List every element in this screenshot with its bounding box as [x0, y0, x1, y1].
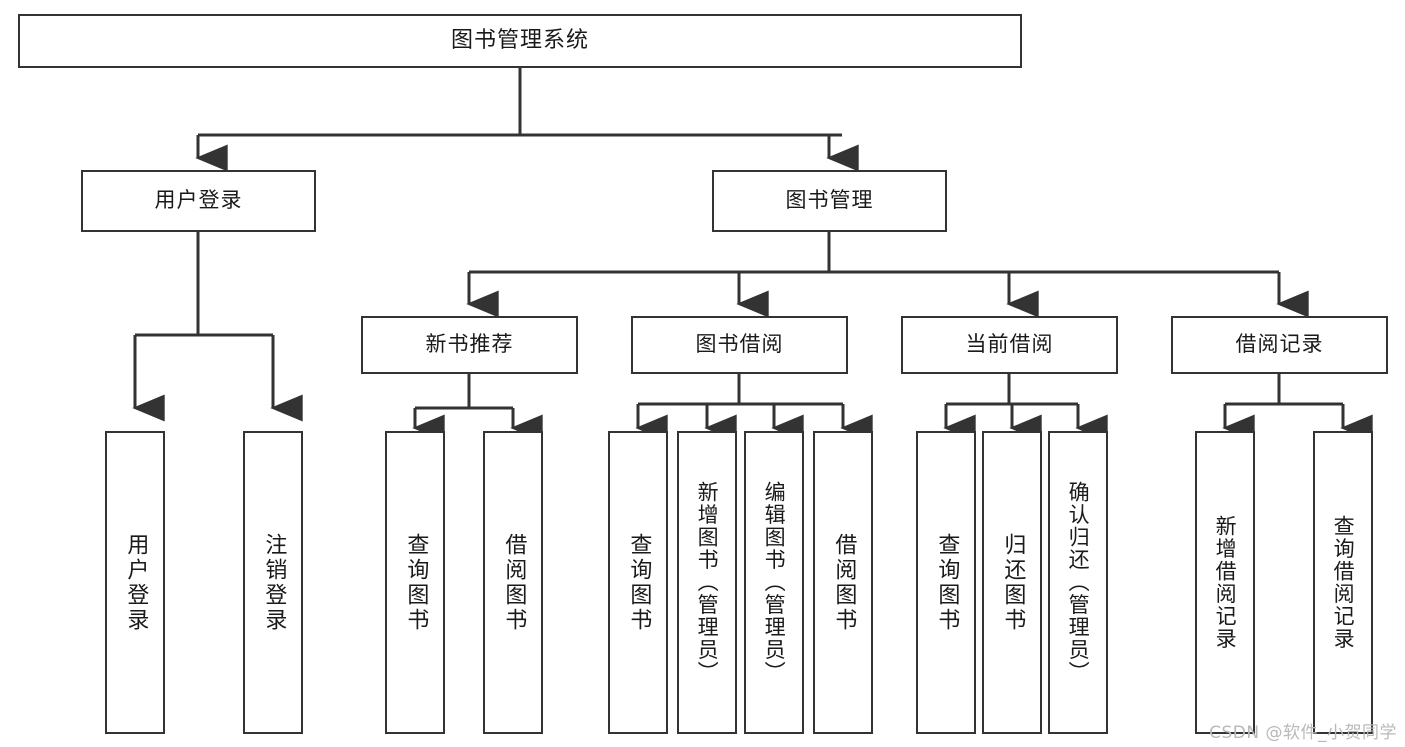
- leaf-current-confirm-return-admin[interactable]: 确认归还（管理员）: [1048, 431, 1108, 734]
- node-label: 借阅图书: [831, 532, 857, 633]
- node-label: 查询图书: [403, 532, 429, 633]
- node-current-borrow[interactable]: 当前借阅: [901, 316, 1118, 374]
- node-book-borrow[interactable]: 图书借阅: [631, 316, 848, 374]
- node-label: 图书管理系统: [450, 27, 589, 53]
- node-label: 新书推荐: [425, 332, 514, 357]
- node-label: 图书借阅: [695, 332, 784, 357]
- leaf-records-add-record[interactable]: 新增借阅记录: [1195, 431, 1255, 734]
- leaf-borrow-borrow-book[interactable]: 借阅图书: [813, 431, 873, 734]
- node-label: 新增图书（管理员）: [695, 481, 720, 684]
- leaf-user-login-login[interactable]: 用户登录: [105, 431, 165, 734]
- node-user-login[interactable]: 用户登录: [81, 170, 316, 232]
- node-label: 确认归还（管理员）: [1066, 481, 1091, 684]
- leaf-records-query-record[interactable]: 查询借阅记录: [1313, 431, 1373, 734]
- leaf-current-query-book[interactable]: 查询图书: [916, 431, 976, 734]
- leaf-borrow-query-book[interactable]: 查询图书: [608, 431, 668, 734]
- node-label: 当前借阅: [965, 332, 1054, 357]
- node-label: 注销登录: [261, 532, 287, 633]
- leaf-user-login-logout[interactable]: 注销登录: [243, 431, 303, 734]
- node-borrow-records[interactable]: 借阅记录: [1171, 316, 1388, 374]
- leaf-new-book-borrow[interactable]: 借阅图书: [483, 431, 543, 734]
- node-label: 用户登录: [154, 188, 243, 213]
- node-new-book-recommend[interactable]: 新书推荐: [361, 316, 578, 374]
- node-label: 新增借阅记录: [1213, 515, 1238, 650]
- leaf-new-book-query[interactable]: 查询图书: [385, 431, 445, 734]
- leaf-current-return-book[interactable]: 归还图书: [982, 431, 1042, 734]
- node-label: 编辑图书（管理员）: [762, 481, 787, 684]
- node-label: 用户登录: [123, 532, 149, 633]
- node-label: 借阅图书: [501, 532, 527, 633]
- node-label: 查询图书: [626, 532, 652, 633]
- node-label: 查询借阅记录: [1331, 515, 1356, 650]
- leaf-borrow-add-book-admin[interactable]: 新增图书（管理员）: [677, 431, 737, 734]
- watermark: CSDN @软件_小贺同学: [1209, 723, 1397, 743]
- node-root[interactable]: 图书管理系统: [18, 14, 1022, 68]
- node-label: 归还图书: [1000, 532, 1026, 633]
- leaf-borrow-edit-book-admin[interactable]: 编辑图书（管理员）: [744, 431, 804, 734]
- node-label: 图书管理: [785, 188, 874, 213]
- node-book-management[interactable]: 图书管理: [712, 170, 947, 232]
- node-label: 查询图书: [934, 532, 960, 633]
- node-label: 借阅记录: [1235, 332, 1324, 357]
